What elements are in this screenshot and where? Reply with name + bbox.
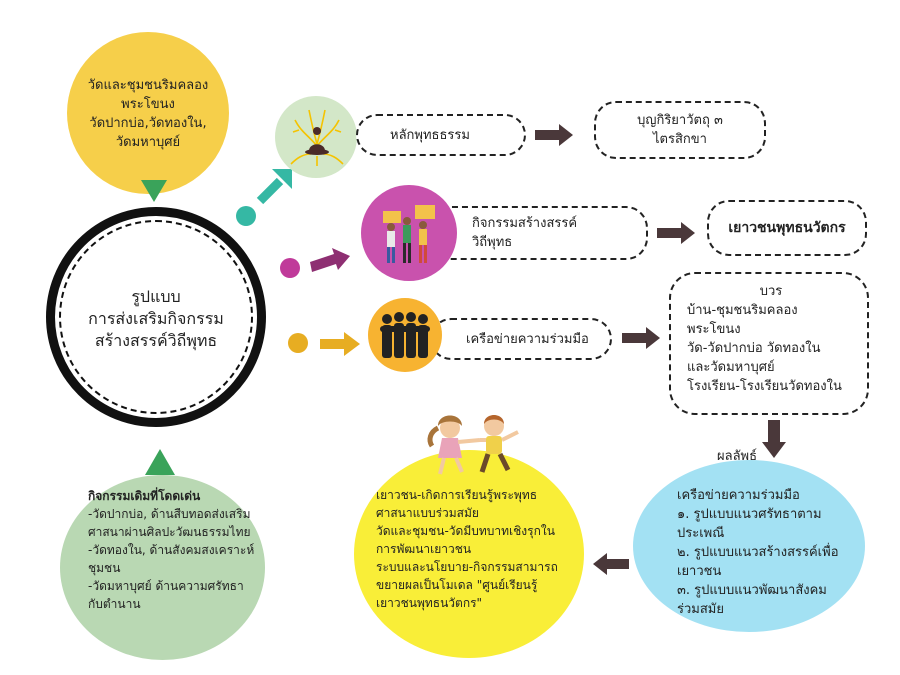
network-label: เครือข่ายความร่วมมือ xyxy=(466,331,589,347)
central-line-3: สร้างสรรค์วิถีพุทธ xyxy=(94,331,218,350)
community-line-2: พระโขนง xyxy=(121,97,175,112)
teal-dot xyxy=(236,206,256,226)
network-member-5: โรงเรียน-โรงเรียนวัดทองใน xyxy=(687,379,842,394)
highlights-line-2: ศาสนาผ่านศิลปะวัฒนธรรมไทย xyxy=(88,525,251,539)
principle-result-box: บุญกิริยาวัตถุ ๓ ไตรสิกขา xyxy=(594,101,766,159)
gold-dot xyxy=(288,333,308,353)
outcome-line-3: วัดและชุมชน-วัดมีบทบาทเชิงรุกใน xyxy=(376,524,555,538)
outcome-line-5: ระบบและนโยบาย-กิจกรรมสามารถ xyxy=(376,560,558,574)
results-text: เครือข่ายความร่วมมือ ๑. รูปแบบแนวศรัทธาต… xyxy=(677,486,839,619)
activity-result-box: เยาวชนพุทธนวัตกร xyxy=(707,200,867,256)
activity-box: กิจกรรมสร้างสรรค์ วิถีพุทธ xyxy=(420,206,648,260)
network-member-0: บวร xyxy=(759,284,783,299)
central-line-1: รูปแบบ xyxy=(131,287,181,306)
magenta-dot xyxy=(280,258,300,278)
network-member-1: บ้าน-ชุมชนริมคลอง xyxy=(687,303,798,318)
results-line-3: ประเพณี xyxy=(677,526,725,541)
protest-people-icon xyxy=(383,205,435,263)
triangle-down-icon xyxy=(141,180,167,202)
central-line-2: การส่งเสริมกิจกรรม xyxy=(88,309,224,328)
highlights-line-4: ชุมชน xyxy=(88,561,121,575)
highlights-text: กิจกรรมเดิมที่โดดเด่น -วัดปากบ่อ, ด้านสื… xyxy=(88,487,254,613)
activity-line-1: กิจกรรมสร้างสรรค์ xyxy=(472,216,578,231)
magenta-arrow-icon xyxy=(310,248,350,272)
highlights-line-3: -วัดทองใน, ด้านสังคมสงเคราะห์ xyxy=(88,543,255,557)
outcome-line-7: เยาวชนพุทธนวัตกร" xyxy=(376,596,483,610)
results-line-7: ร่วมสมัย xyxy=(677,602,724,617)
community-line-3: วัดปากบ่อ,วัดทองใน, xyxy=(89,116,207,131)
children-playing-icon xyxy=(427,415,519,475)
central-model-title: รูปแบบ การส่งเสริมกิจกรรม สร้างสรรค์วิถี… xyxy=(55,286,257,352)
results-line-4: ๒. รูปแบบแนวสร้างสรรค์เพื่อ xyxy=(677,545,839,560)
arrow-right-icon xyxy=(657,222,695,244)
principle-box: หลักพุทธธรรม xyxy=(356,114,526,156)
group-hug-icon xyxy=(380,312,430,358)
highlights-line-1: -วัดปากบ่อ, ด้านสืบทอดส่งเสริม xyxy=(88,507,251,521)
network-circle xyxy=(368,298,442,372)
community-circle: วัดและชุมชนริมคลอง พระโขนง วัดปากบ่อ,วัด… xyxy=(67,32,229,194)
buddha-icon xyxy=(290,109,344,166)
outcome-circle: เยาวชน-เกิดการเรียนรู้พระพุทธ ศาสนาแบบร่… xyxy=(354,450,584,658)
highlights-circle: กิจกรรมเดิมที่โดดเด่น -วัดปากบ่อ, ด้านสื… xyxy=(60,475,265,660)
arrow-down-icon xyxy=(762,420,786,458)
outcome-line-4: การพัฒนาเยาวชน xyxy=(376,542,472,556)
network-member-4: และวัดมหาบุศย์ xyxy=(687,360,775,375)
network-members-box: บวร บ้าน-ชุมชนริมคลอง พระโขนง วัด-วัดปาก… xyxy=(669,272,869,415)
network-member-2: พระโขนง xyxy=(687,322,741,337)
outcome-line-1: เยาวชน-เกิดการเรียนรู้พระพุทธ xyxy=(376,488,538,502)
central-model-circle: รูปแบบ การส่งเสริมกิจกรรม สร้างสรรค์วิถี… xyxy=(46,207,266,427)
community-line-1: วัดและชุมชนริมคลอง xyxy=(87,78,209,93)
triangle-up-icon xyxy=(145,449,175,475)
network-member-3: วัด-วัดปากบ่อ วัดทองใน xyxy=(687,341,821,356)
results-line-2: ๑. รูปแบบแนวศรัทธาตาม xyxy=(677,507,822,522)
arrow-right-icon xyxy=(622,327,660,349)
gold-arrow-icon xyxy=(320,332,360,356)
results-line-1: เครือข่ายความร่วมมือ xyxy=(677,488,800,503)
activity-line-2: วิถีพุทธ xyxy=(472,235,513,250)
results-line-5: เยาวชน xyxy=(677,564,722,579)
community-text: วัดและชุมชนริมคลอง พระโขนง วัดปากบ่อ,วัด… xyxy=(67,76,229,152)
activity-circle xyxy=(361,185,457,281)
highlights-title: กิจกรรมเดิมที่โดดเด่น xyxy=(88,489,201,503)
outcome-text: เยาวชน-เกิดการเรียนรู้พระพุทธ ศาสนาแบบร่… xyxy=(376,486,558,612)
teal-arrow-icon xyxy=(256,169,292,205)
highlights-line-6: กับตำนาน xyxy=(88,597,141,611)
results-line-6: ๓. รูปแบบแนวพัฒนาสังคม xyxy=(677,583,827,598)
buddha-circle xyxy=(275,96,357,178)
highlights-line-5: -วัดมหาบุศย์ ด้านความศรัทธา xyxy=(88,579,244,593)
outcome-line-6: ขยายผลเป็นโมเดล "ศูนย์เรียนรู้ xyxy=(376,578,538,592)
community-line-4: วัดมหาบุศย์ xyxy=(115,135,181,150)
results-circle: เครือข่ายความร่วมมือ ๑. รูปแบบแนวศรัทธาต… xyxy=(633,460,865,632)
principle-result-1: บุญกิริยาวัตถุ ๓ xyxy=(637,113,723,128)
arrow-right-icon xyxy=(535,124,573,146)
activity-result-label: เยาวชนพุทธนวัตกร xyxy=(728,219,846,236)
principle-result-2: ไตรสิกขา xyxy=(653,132,707,147)
network-box: เครือข่ายความร่วมมือ xyxy=(430,318,612,360)
outcome-line-2: ศาสนาแบบร่วมสมัย xyxy=(376,506,479,520)
principle-label: หลักพุทธธรรม xyxy=(390,127,470,143)
arrow-left-icon xyxy=(593,553,629,575)
